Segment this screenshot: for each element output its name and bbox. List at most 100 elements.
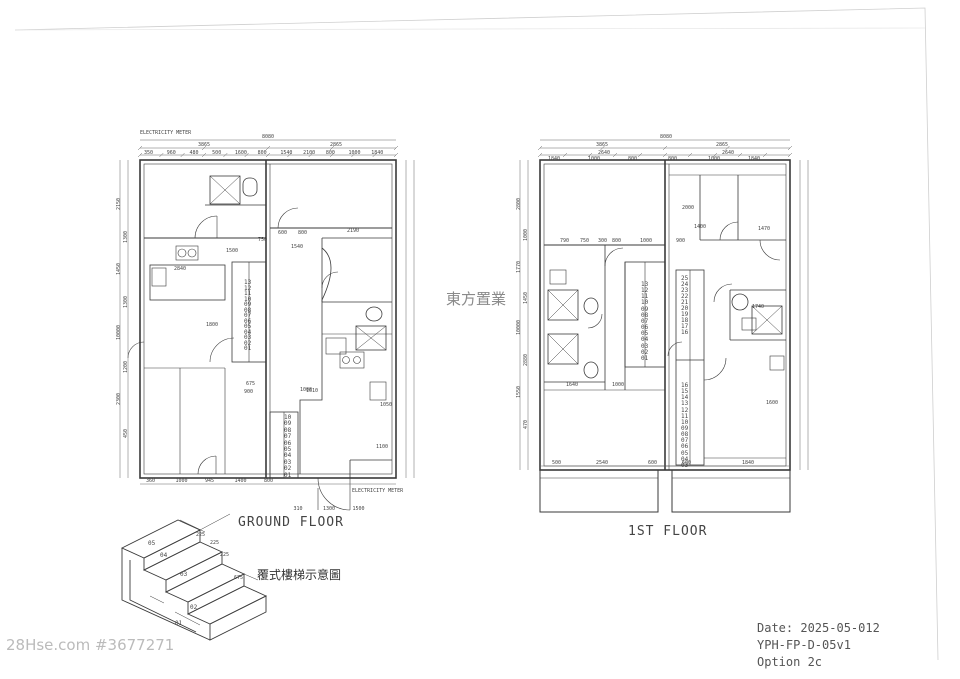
drawing-date: Date: 2025-05-012 [757, 621, 880, 635]
ff-stair-number: 10 [641, 299, 649, 307]
ff-balcony-left [539, 469, 659, 513]
ff-stair-number: 14 [681, 394, 689, 402]
gf-meter-label-bottom: ELECTRICITY METER [352, 488, 404, 494]
ff-stair-number: 03 [641, 342, 649, 350]
stair-dim-label: 225 [196, 532, 206, 538]
stair-isometric-diagram [120, 513, 268, 641]
gf-dim-label: 1100 [376, 444, 389, 450]
ff-dim-label: 790 [560, 238, 570, 244]
dimension-tick [244, 152, 249, 158]
gf-dimension-lines [119, 139, 415, 485]
gf-dim-label: 3865 [198, 142, 211, 148]
ff-stair-number: 10 [681, 418, 689, 426]
ff-dim-label: 8080 [660, 134, 673, 140]
ff-stair-number: 25 [681, 275, 689, 282]
ff-dim-label: 800 [628, 156, 638, 162]
ff-stair-number: 17 [681, 323, 689, 330]
gf-outer-wall [139, 159, 397, 479]
first-floor-title: 1ST FLOOR [628, 524, 708, 539]
ff-stair-number: 12 [641, 287, 649, 295]
ff-dim-label: 1740 [752, 304, 765, 310]
dimension-tick [537, 152, 543, 158]
dimension-tick [662, 145, 668, 151]
ff-stair-number: 18 [681, 317, 689, 324]
ff-stair-number: 23 [681, 287, 689, 294]
stair-step-label: 03 [180, 571, 188, 578]
gf-dim-label: 310 [293, 506, 303, 512]
gf-stair-number: 02 [244, 339, 252, 347]
gf-dim-label: 1000 [300, 387, 313, 393]
gf-dim-label: 675 [246, 381, 256, 387]
gf-dim-label: 1540 [280, 150, 293, 156]
gf-dimension-ticks [137, 145, 399, 158]
ff-stair-number: 21 [681, 299, 689, 306]
ff-stair-number: 11 [681, 412, 689, 420]
ff-stair-number: 04 [681, 455, 689, 463]
dimension-tick [587, 152, 593, 158]
gf-dim-label: 800 [264, 478, 274, 484]
dimension-tick [393, 152, 399, 158]
gf-dim-label: 800 [257, 150, 267, 156]
ff-stair-number: 19 [681, 311, 689, 318]
gf-stair-number: 13 [244, 279, 252, 286]
gf-dim-label: 2865 [330, 142, 343, 148]
ff-dim-label: 1000 [708, 156, 721, 162]
gf-dim-label: 1300 [123, 230, 129, 243]
ff-dim-label: 2865 [716, 142, 729, 148]
gf-dim-label: 1300 [323, 506, 336, 512]
ff-stair-number: 06 [641, 324, 649, 332]
ff-dim-label: 900 [676, 238, 686, 244]
gf-stair-number: 04 [244, 328, 252, 336]
ff-stair-number: 13 [681, 400, 689, 408]
ff-dim-label: 1000 [612, 382, 625, 388]
dimension-tick [137, 145, 143, 151]
gf-stair-number: 09 [284, 420, 292, 428]
ff-stair-number: 08 [641, 311, 649, 319]
ground-floor-plan [127, 159, 397, 511]
gf-stair-number: 08 [244, 306, 252, 314]
gf-dim-label: 945 [205, 478, 215, 484]
stair-diagram-caption: 覆式樓梯示意圖 [257, 568, 342, 582]
gf-dim-label: 800 [325, 150, 335, 156]
gf-dim-label: 1540 [291, 244, 304, 250]
dimension-tick [223, 152, 228, 158]
ff-dim-label: 800 [612, 238, 622, 244]
ff-dim-label: 10000 [516, 319, 522, 335]
ff-dim-label: 2880 [523, 354, 529, 367]
ff-stair-number: 16 [681, 329, 689, 336]
gf-dim-label: 2190 [347, 228, 360, 234]
ff-stair-number: 06 [681, 443, 689, 451]
dimension-tick [600, 145, 605, 151]
gf-stair-number: 09 [244, 301, 252, 309]
ff-dim-label: 500 [552, 460, 562, 466]
stair-step-label: 01 [175, 620, 183, 627]
ff-dim-label: 470 [523, 419, 529, 429]
ff-stair-number: 12 [681, 406, 689, 414]
gf-dim-label: 1500 [352, 506, 365, 512]
ff-dim-label: 1000 [640, 238, 653, 244]
ff-stair-number: 09 [681, 425, 689, 432]
dimension-tick [329, 152, 335, 158]
gf-dim-label: 480 [189, 150, 199, 156]
ff-dim-label: 2000 [682, 205, 695, 211]
ff-dim-label: 1840 [742, 460, 755, 466]
dimension-tick [159, 152, 164, 158]
ff-dim-label: 600 [648, 460, 658, 466]
dimension-tick [265, 145, 271, 151]
drawing-info-block: Date: 2025-05-012 YPH-FP-D-05v1 Option 2… [757, 620, 880, 671]
gf-stair-number: 06 [284, 439, 292, 447]
ff-stair-number: 09 [641, 305, 649, 313]
gf-dim-label: 1800 [206, 322, 219, 328]
gf-dim-label: 1200 [123, 360, 129, 373]
ff-dim-label: 1550 [516, 385, 522, 398]
gf-stair-number: 10 [284, 414, 292, 421]
gf-dim-label: 1000 [175, 478, 188, 484]
dimension-tick [180, 152, 185, 158]
gf-dim-label: 350 [144, 150, 154, 156]
dimension-tick [737, 152, 743, 158]
dimension-tick [762, 152, 768, 158]
dimension-tick [308, 152, 313, 158]
dimension-tick [537, 145, 543, 151]
sheet-border [14, 7, 939, 661]
